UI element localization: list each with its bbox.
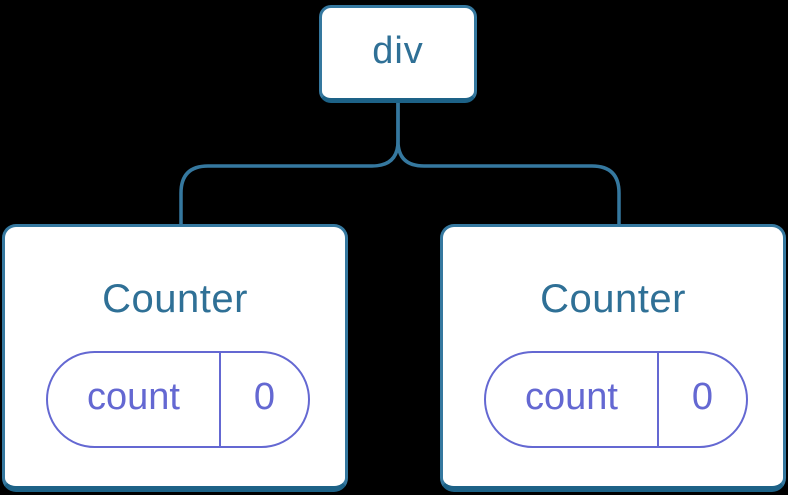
connector-root-to-left-counter: [179, 103, 400, 226]
counter-title: Counter: [102, 277, 248, 321]
div-node-label: div: [372, 29, 424, 72]
state-key-label: count: [525, 376, 618, 418]
tree-node-div: div: [319, 5, 477, 103]
state-pill: count 0: [46, 351, 310, 448]
tree-node-counter-left: Counter count 0: [2, 224, 348, 492]
state-pill: count 0: [484, 351, 748, 448]
state-value: 0: [657, 353, 746, 446]
tree-node-counter-right: Counter count 0: [440, 224, 786, 492]
state-value: 0: [219, 353, 308, 446]
state-key-label: count: [87, 376, 180, 418]
connector-root-to-right-counter: [396, 103, 621, 226]
counter-title: Counter: [540, 277, 686, 321]
